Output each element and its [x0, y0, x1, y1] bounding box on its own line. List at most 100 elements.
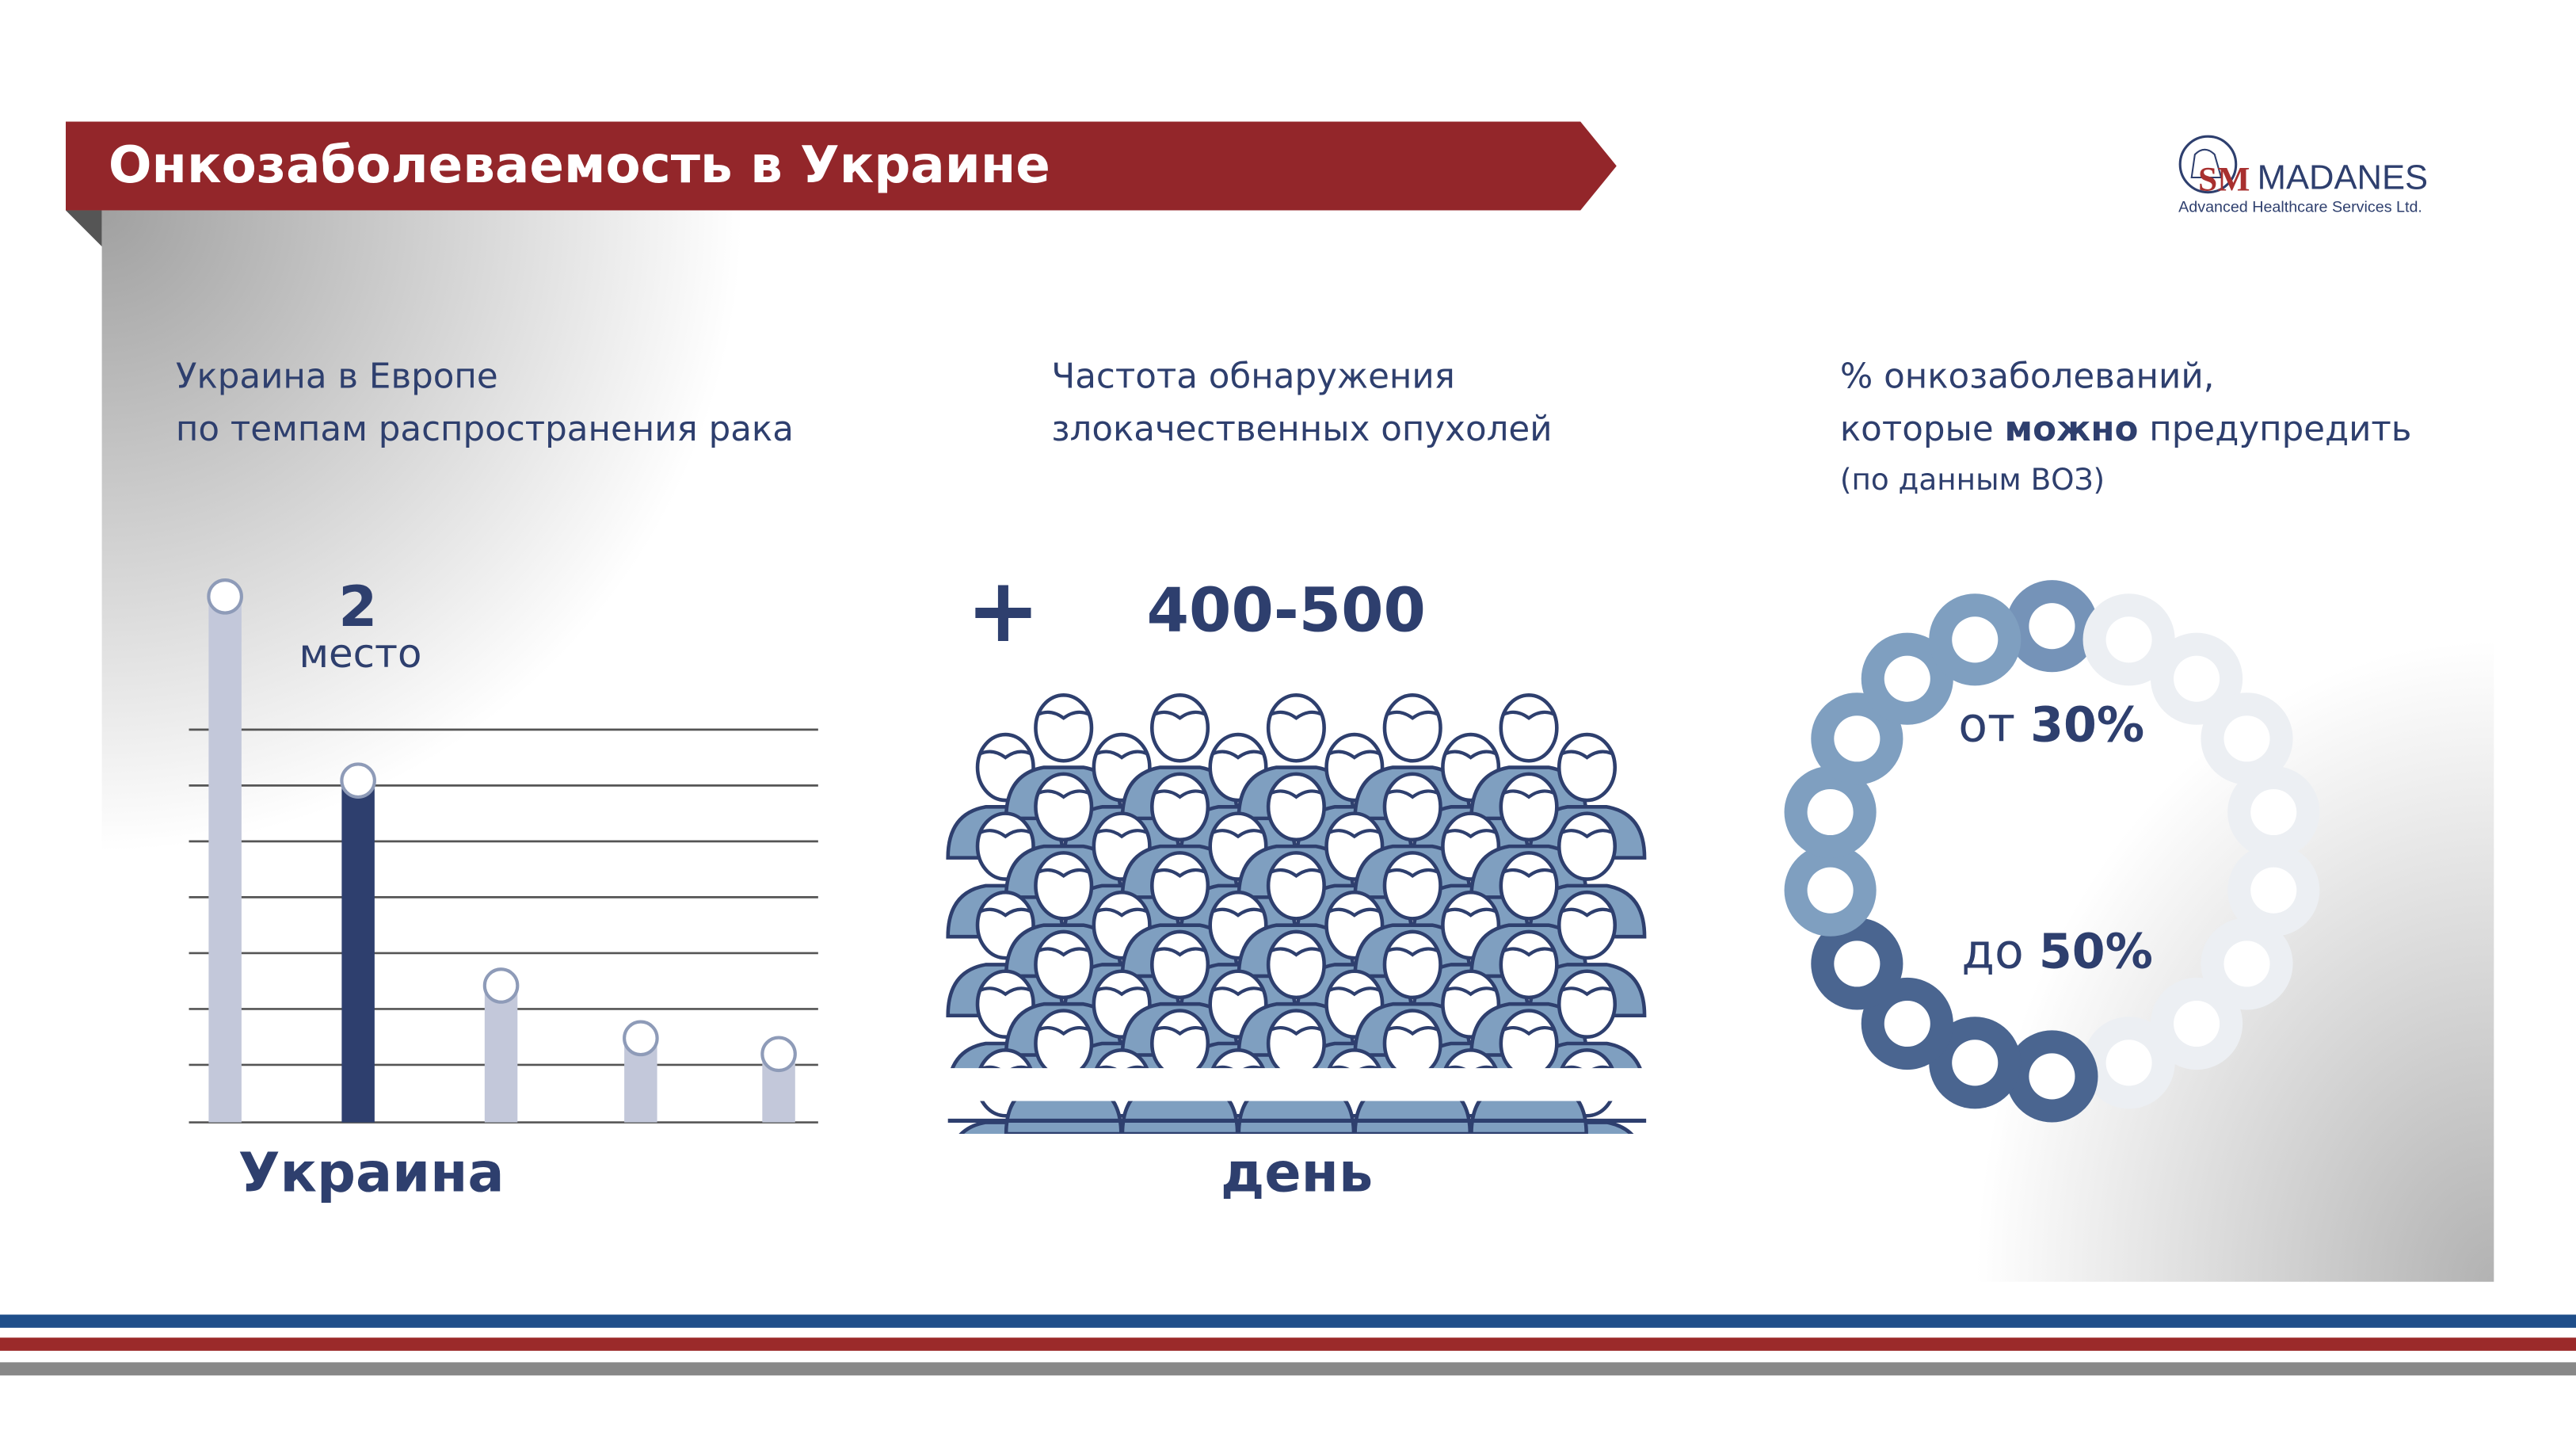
value: 30% [2030, 696, 2145, 753]
text: предупредить [2138, 409, 2412, 449]
logo-tagline: Advanced Healthcare Services Ltd. [2178, 198, 2422, 217]
logo-mark: SM [2198, 159, 2250, 199]
person-hair [1269, 868, 1324, 879]
person-hair [1385, 1026, 1440, 1036]
ring-dot [2250, 788, 2297, 836]
bar-marker [207, 578, 243, 615]
person-hair [1443, 986, 1498, 997]
bar-marker [482, 967, 520, 1004]
stripe-blue [0, 1314, 2576, 1328]
ring-dot [2250, 867, 2297, 914]
frequency-value: 400-500 [1146, 574, 1426, 647]
person-hair [1153, 868, 1207, 879]
person-hair [1210, 907, 1266, 918]
ring-dot [1884, 1000, 1930, 1047]
bar [208, 596, 242, 1123]
person-hair [1443, 750, 1498, 760]
person-hair [1385, 710, 1440, 720]
person-hair [1327, 829, 1381, 839]
person-hair [1153, 789, 1207, 799]
person-hair [978, 986, 1033, 997]
section2-heading: Частота обнаружения злокачественных опух… [1051, 350, 1552, 456]
person-hair [1210, 986, 1266, 997]
ring-dot [2029, 1053, 2075, 1100]
ring-dot [1834, 715, 1881, 762]
logo-emblem-icon [2178, 135, 2238, 194]
person-hair [1501, 947, 1557, 957]
heading-line: злокачественных опухолей [1051, 409, 1553, 449]
ring-dot [2224, 715, 2270, 762]
frequency-unit: день [1220, 1140, 1374, 1205]
heading-line: Частота обнаружения [1051, 357, 1455, 396]
logo-name: MADANES [2257, 159, 2429, 197]
ring-dot [2105, 616, 2152, 663]
heading-line: которые можно предупредить [1840, 403, 2412, 455]
ring-dot [1807, 867, 1854, 914]
heading-line: по темпам распространения рака [175, 409, 794, 449]
person-hair [1385, 947, 1440, 957]
rank-label: место [299, 631, 422, 677]
person-hair [1036, 947, 1091, 957]
person-hair [1153, 1026, 1207, 1036]
person-hair [1501, 1026, 1557, 1036]
person-hair [1501, 789, 1557, 799]
person-hair [1095, 750, 1149, 760]
text: которые [1839, 409, 2005, 449]
person-hair [1560, 907, 1614, 918]
person-hair [1501, 868, 1557, 879]
stripe-red [0, 1337, 2576, 1351]
text: от [1958, 696, 2031, 753]
person-hair [1443, 907, 1498, 918]
person-hair [1560, 986, 1614, 997]
crowd-illustration [944, 693, 1652, 1135]
ring-dot [1952, 1040, 1999, 1086]
person-hair [978, 829, 1033, 839]
person-hair [1560, 750, 1614, 760]
person-hair [1269, 710, 1324, 720]
person-hair [1095, 907, 1149, 918]
stripe-gray [0, 1362, 2576, 1375]
value: 50% [2038, 923, 2153, 980]
ring-dot [1807, 788, 1854, 836]
ring-dot [2174, 655, 2220, 702]
plus-sign: + [966, 559, 1041, 662]
heading-line: % онкозаболеваний, [1839, 357, 2215, 396]
person-hair [1095, 829, 1149, 839]
ring-dot [1834, 940, 1881, 987]
ring-dot [2174, 1000, 2220, 1047]
section1-heading: Украина в Европе по темпам распространен… [176, 350, 794, 456]
source-note: (по данным ВОЗ) [1839, 463, 2105, 498]
logo: SM MADANES Advanced Healthcare Services … [2175, 132, 2438, 223]
ring-dot [2105, 1040, 2152, 1086]
person-hair [978, 750, 1033, 760]
person-hair [1036, 1026, 1091, 1036]
person-hair [1327, 986, 1381, 997]
bar-chart [189, 578, 818, 1124]
person-hair [1269, 789, 1324, 799]
person-hair [1036, 789, 1091, 799]
section3-heading: % онкозаболеваний, которые можно предупр… [1840, 350, 2412, 508]
person-hair [1269, 947, 1324, 957]
person-hair [1153, 710, 1207, 720]
rank-number: 2 [338, 574, 378, 641]
person-hair [1269, 1026, 1324, 1036]
person-hair [978, 907, 1033, 918]
ring-dot [1884, 655, 1930, 702]
bar [341, 780, 375, 1123]
person-hair [1385, 789, 1440, 799]
page-title: Онкозаболеваемость в Украине [108, 136, 1050, 196]
ring-dot [1952, 616, 1999, 663]
bar-marker [340, 762, 376, 799]
ring-dot [2224, 940, 2270, 987]
person-hair [1036, 710, 1091, 720]
person-hair [1443, 829, 1498, 839]
ring-dot [2029, 603, 2075, 650]
title-banner [65, 121, 1617, 211]
person-hair [1036, 868, 1091, 879]
bar-marker [623, 1020, 659, 1057]
text: до [1961, 923, 2039, 980]
person-hair [1153, 947, 1207, 957]
emphasis: можно [2004, 409, 2139, 449]
person-hair [1501, 710, 1557, 720]
